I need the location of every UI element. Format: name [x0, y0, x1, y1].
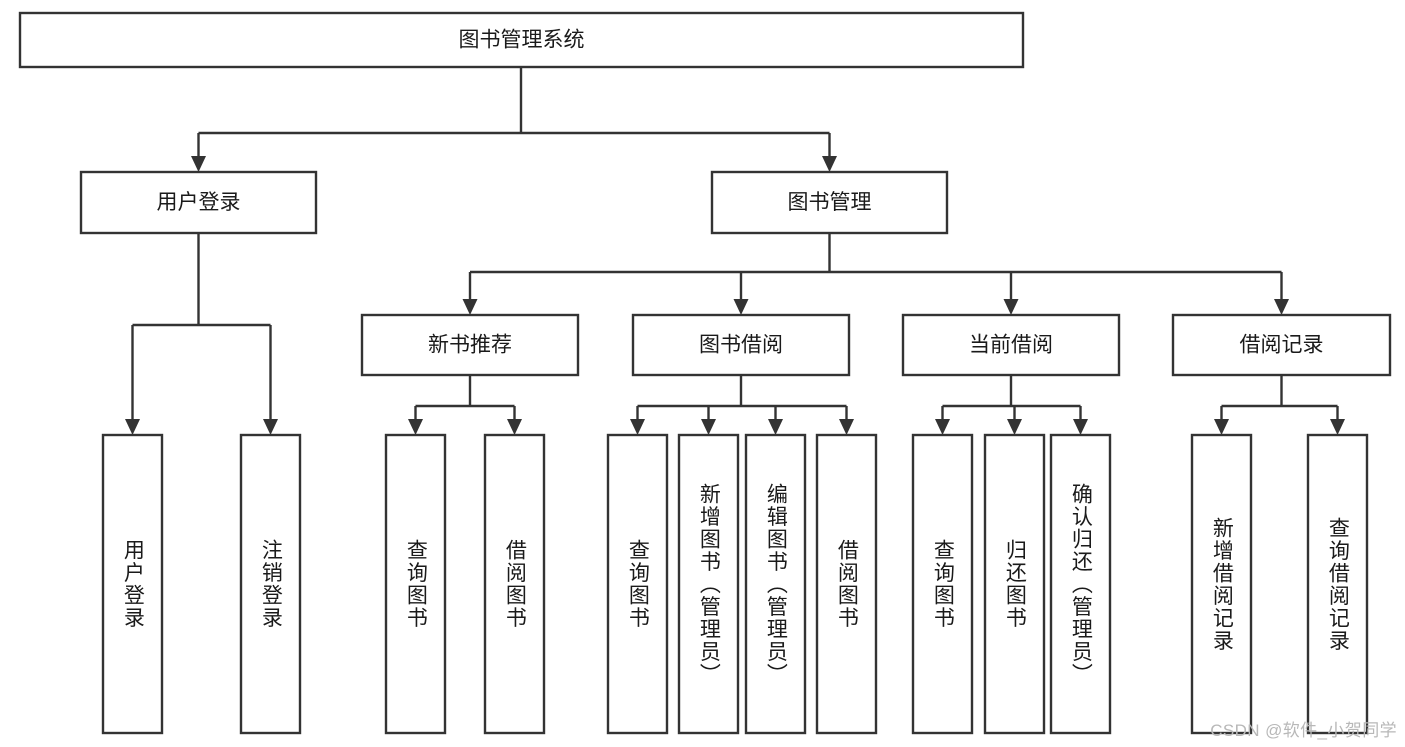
arrow-head-icon [507, 419, 522, 435]
arrow-head-icon [1330, 419, 1345, 435]
node-level2-图书管理[interactable] [710, 170, 949, 235]
arrow-head-icon [1214, 419, 1229, 435]
node-leaf-查询借阅记录[interactable] [1306, 433, 1369, 735]
node-leaf-查询图书[interactable] [606, 433, 669, 735]
node-label-level2-用户登录: 用户登录 [157, 191, 241, 214]
node-leaf-查询图书[interactable] [384, 433, 447, 735]
arrow-head-icon [733, 299, 749, 315]
node-leaf-注销登录[interactable] [239, 433, 302, 735]
node-label-level2-图书管理: 图书管理 [788, 191, 872, 214]
connector-layer [125, 67, 1345, 435]
node-leaf-编辑图书管理员[interactable] [744, 433, 807, 735]
node-leaf-查询图书[interactable] [911, 433, 974, 735]
node-leaf-新增借阅记录[interactable] [1190, 433, 1253, 735]
arrow-head-icon [839, 419, 854, 435]
node-label-root: 图书管理系统 [459, 29, 585, 52]
box-layer [18, 11, 1392, 735]
node-leaf-新增图书管理员[interactable] [677, 433, 740, 735]
node-label-level3-图书借阅: 图书借阅 [699, 334, 783, 357]
arrow-head-icon [191, 156, 206, 172]
node-level3-图书借阅[interactable] [631, 313, 851, 377]
node-leaf-用户登录[interactable] [101, 433, 164, 735]
arrow-head-icon [462, 299, 478, 315]
node-label-level3-当前借阅: 当前借阅 [969, 334, 1053, 357]
arrow-head-icon [1007, 419, 1022, 435]
node-root-图书管理系统[interactable] [18, 11, 1025, 69]
arrow-head-icon [1073, 419, 1088, 435]
node-leaf-借阅图书[interactable] [815, 433, 878, 735]
arrow-head-icon [1003, 299, 1019, 315]
arrow-head-icon [822, 156, 837, 172]
node-leaf-确认归还管理员[interactable] [1049, 433, 1112, 735]
arrow-head-icon [630, 419, 645, 435]
node-level2-用户登录[interactable] [79, 170, 318, 235]
arrow-head-icon [1274, 299, 1289, 315]
arrow-head-icon [125, 419, 140, 435]
arrow-head-icon [768, 419, 783, 435]
node-leaf-借阅图书[interactable] [483, 433, 546, 735]
arrow-head-icon [263, 419, 278, 435]
node-level3-新书推荐[interactable] [360, 313, 580, 377]
node-level3-借阅记录[interactable] [1171, 313, 1392, 377]
node-label-level3-借阅记录: 借阅记录 [1240, 334, 1324, 357]
node-level3-当前借阅[interactable] [901, 313, 1121, 377]
node-label-level3-新书推荐: 新书推荐 [428, 334, 512, 357]
watermark-text: CSDN @软件_小贺同学 [1210, 721, 1397, 740]
arrow-head-icon [701, 419, 716, 435]
arrow-head-icon [408, 419, 423, 435]
node-leaf-归还图书[interactable] [983, 433, 1046, 735]
arrow-head-icon [935, 419, 950, 435]
